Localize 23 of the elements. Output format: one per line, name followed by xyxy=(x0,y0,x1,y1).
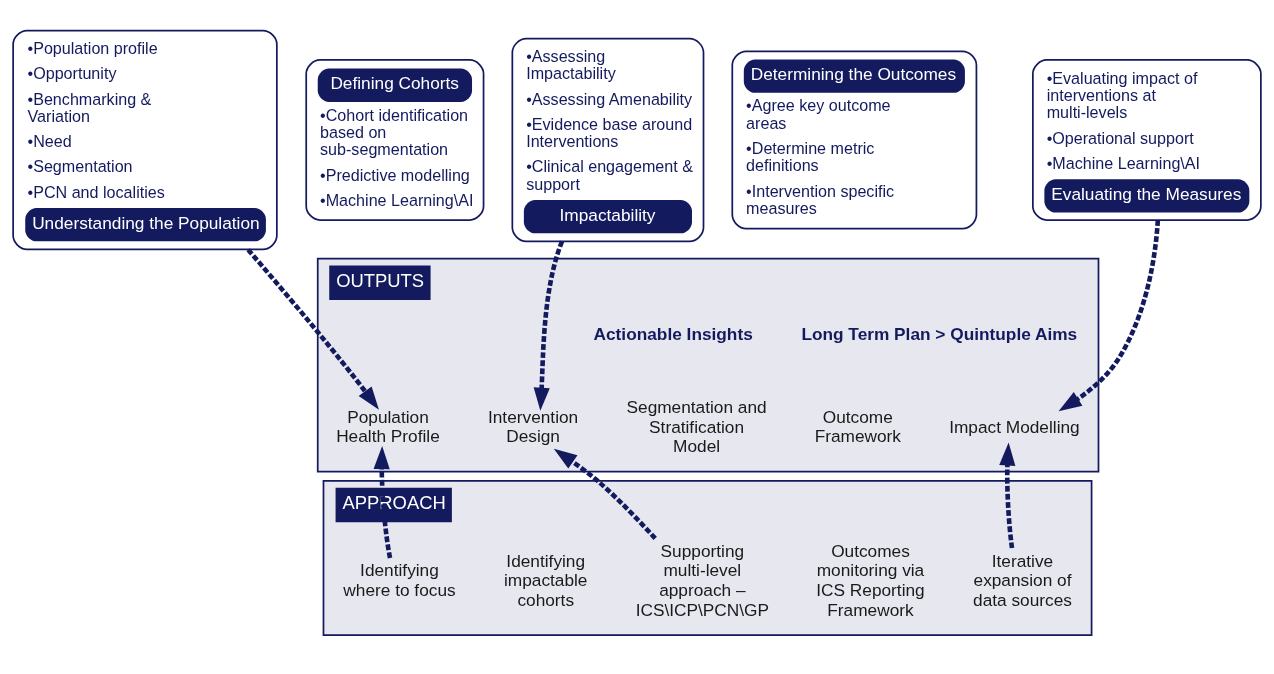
node-box: Determining the Outcomes •Agree key outcome areas •Determine metric definitions •Intervention specific measures xyxy=(731,49,978,230)
node-text: Impact Modelling xyxy=(949,416,1080,436)
arrow xyxy=(533,240,565,411)
label: Long Term Plan > Quintuple Aims xyxy=(801,323,1078,344)
node-box: •Assessing Impactability •Assessing Amenability •Evidence base around Interventions •Clinical engagement & support Impactability xyxy=(511,37,705,242)
node-box: •Population profile •Opportunity •Benchmarking & Variation •Need •Segmentation •PCN and localities Understanding the Population xyxy=(12,29,278,250)
arrow xyxy=(999,441,1016,548)
node-text: Population Health Profile xyxy=(336,406,440,446)
arrow xyxy=(246,247,379,410)
arrow xyxy=(373,445,393,558)
node-text: Identifying where to focus xyxy=(343,559,456,600)
arrow xyxy=(1058,219,1161,411)
node-box: •Evaluating impact of interventions at multi-levels •Operational support •Machine Learning\AI Evaluating the Measures xyxy=(1032,58,1262,221)
node-text: Outcome Framework xyxy=(814,406,901,446)
node-box: Defining Cohorts •Cohort identification based on sub-segmentation •Predictive modelling •Machine Learning\AI xyxy=(305,58,485,221)
node-text: Identifying impactable cohorts xyxy=(503,550,588,610)
label: Actionable Insights xyxy=(593,323,753,344)
node-text: Supporting multi-level approach – ICS\ICP\PCN\GP xyxy=(635,540,770,620)
arrow xyxy=(553,448,657,540)
node-text: Segmentation and Stratification Model xyxy=(626,396,767,456)
node-text: Intervention Design xyxy=(487,406,579,446)
node-text: Iterative expansion of data sources xyxy=(973,550,1072,610)
node-text: Outcomes monitoring via ICS Reporting Framework xyxy=(816,540,925,620)
